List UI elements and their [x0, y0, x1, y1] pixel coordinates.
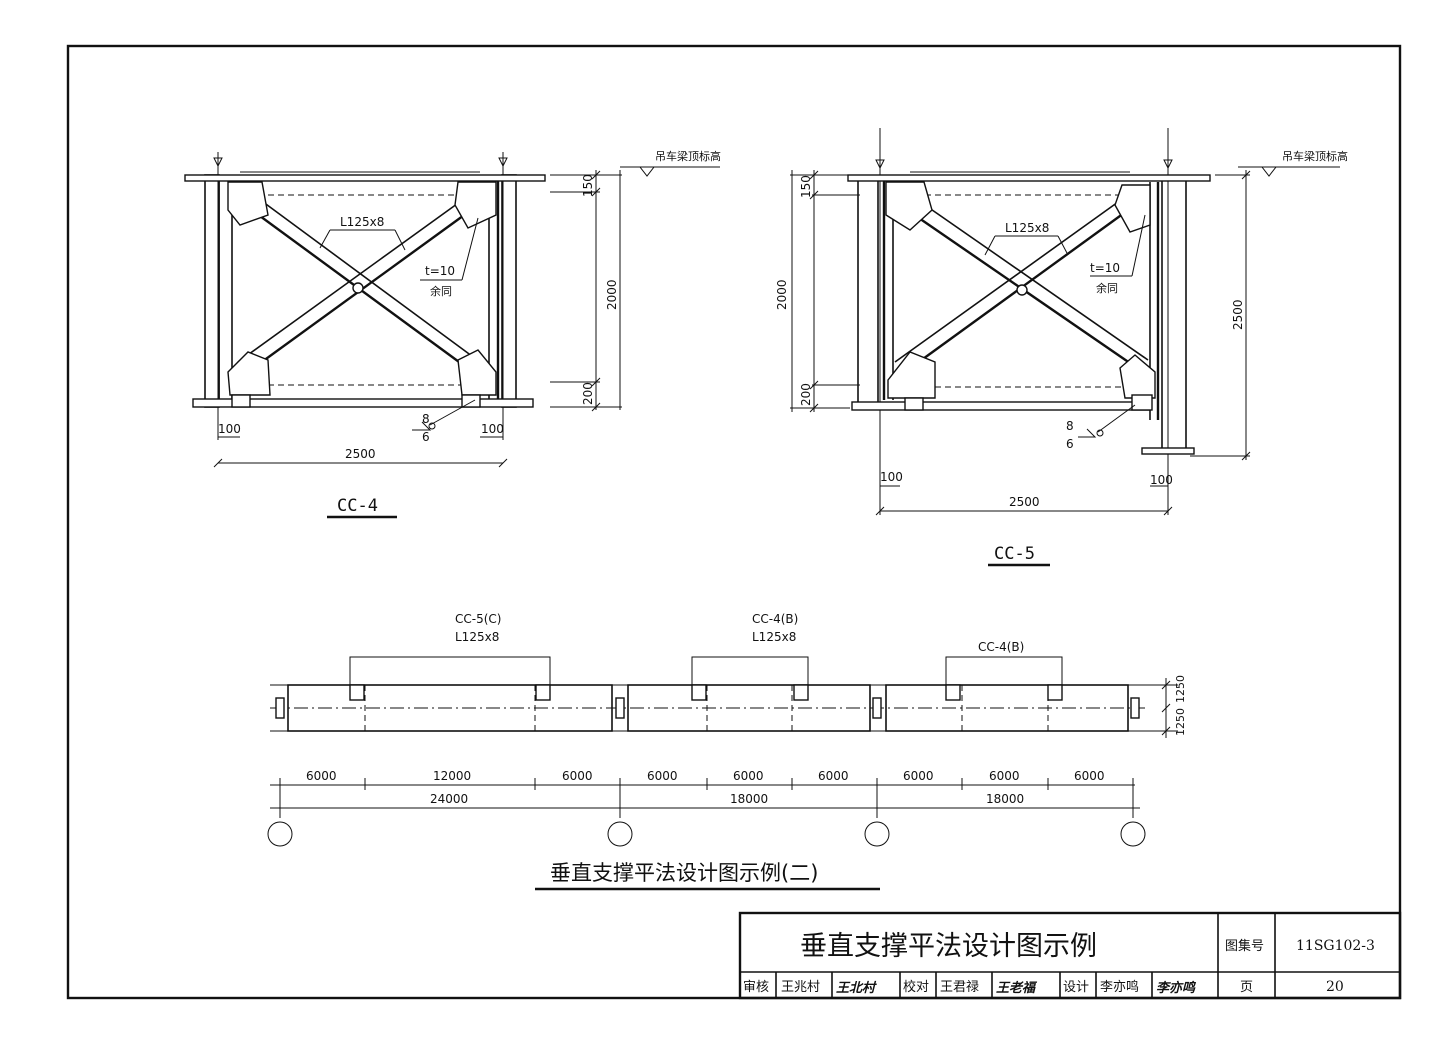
plan-title: 垂直支撑平法设计图示例(二)	[550, 861, 818, 885]
cc5-elevation	[790, 128, 1340, 567]
sheet-border	[66, 44, 1402, 1000]
sub-dim-1: 6000	[306, 769, 337, 783]
cc4-dim-height: 2000	[605, 279, 619, 310]
cc5-dim-top: 150	[799, 175, 813, 198]
cc4-weld-bottom: 6	[422, 430, 430, 444]
cc4-dim-top: 150	[581, 174, 595, 197]
reviewer-signature: 王北村	[836, 980, 877, 996]
cc5-weld-top: 8	[1066, 419, 1074, 433]
cc4-dim-bottom: 200	[581, 382, 595, 405]
cc4-member-label: L125x8	[340, 215, 384, 229]
review-label: 审核	[743, 980, 769, 995]
cc4-gusset-note: 余同	[430, 284, 452, 298]
cc4-dim-right: 100	[481, 422, 504, 436]
callout-2-line1: CC-4(B)	[752, 612, 798, 626]
sub-dim-3: 6000	[562, 769, 593, 783]
cc5-top-label: 吊车梁顶标高	[1282, 149, 1348, 163]
cc5-dim-height: 2000	[775, 279, 789, 310]
sub-dim-7: 6000	[903, 769, 934, 783]
sub-dim-8: 6000	[989, 769, 1020, 783]
callout-3-line1: CC-4(B)	[978, 640, 1024, 654]
side-dim-upper: 1250	[1174, 675, 1187, 703]
cc5-dim-total: 2500	[1009, 495, 1040, 509]
cc5-weld-bottom: 6	[1066, 437, 1074, 451]
cc4-dim-total: 2500	[345, 447, 376, 461]
cc5-dim-left: 100	[880, 470, 903, 484]
cc5-gusset-label: t=10	[1090, 261, 1120, 275]
page-number: 20	[1326, 979, 1344, 995]
cc5-dim-overall: 2500	[1231, 299, 1245, 330]
sub-dim-4: 6000	[647, 769, 678, 783]
cc4-weld-top: 8	[422, 412, 430, 426]
cc4-caption: CC-4	[337, 496, 378, 516]
side-dim-lower: 1250	[1174, 708, 1187, 736]
cc5-caption: CC-5	[994, 544, 1035, 564]
design-label: 设计	[1063, 980, 1089, 995]
checker-name: 王君禄	[940, 980, 979, 995]
reviewer-name: 王兆村	[781, 980, 820, 995]
atlas-number: 11SG102-3	[1296, 938, 1375, 954]
sub-dim-9: 6000	[1074, 769, 1105, 783]
sub-dim-5: 6000	[733, 769, 764, 783]
checker-signature: 王老福	[996, 980, 1038, 996]
title-block	[738, 911, 1402, 1000]
page-label: 页	[1240, 980, 1253, 995]
bay-dim-3: 18000	[986, 792, 1024, 806]
cc4-gusset-label: t=10	[425, 264, 455, 278]
atlas-label: 图集号	[1225, 938, 1264, 954]
callout-1-line1: CC-5(C)	[455, 612, 501, 626]
cc4-elevation	[184, 152, 720, 519]
main-title: 垂直支撑平法设计图示例	[800, 931, 1097, 962]
callout-1-line2: L125x8	[455, 630, 499, 644]
bay-dim-1: 24000	[430, 792, 468, 806]
sub-dim-6: 6000	[818, 769, 849, 783]
callout-2-line2: L125x8	[752, 630, 796, 644]
cc4-dim-left: 100	[218, 422, 241, 436]
cc4-top-label: 吊车梁顶标高	[655, 149, 721, 163]
sub-dim-2: 12000	[433, 769, 471, 783]
plan-layout	[267, 656, 1178, 891]
designer-signature: 李亦鸣	[1156, 980, 1197, 996]
check-label: 校对	[903, 979, 929, 995]
designer-name: 李亦鸣	[1100, 979, 1139, 995]
cc5-dim-right: 100	[1150, 473, 1173, 487]
cc5-gusset-note: 余同	[1096, 281, 1118, 295]
cc5-member-label: L125x8	[1005, 221, 1049, 235]
bay-dim-2: 18000	[730, 792, 768, 806]
cc5-dim-bottom: 200	[799, 383, 813, 406]
